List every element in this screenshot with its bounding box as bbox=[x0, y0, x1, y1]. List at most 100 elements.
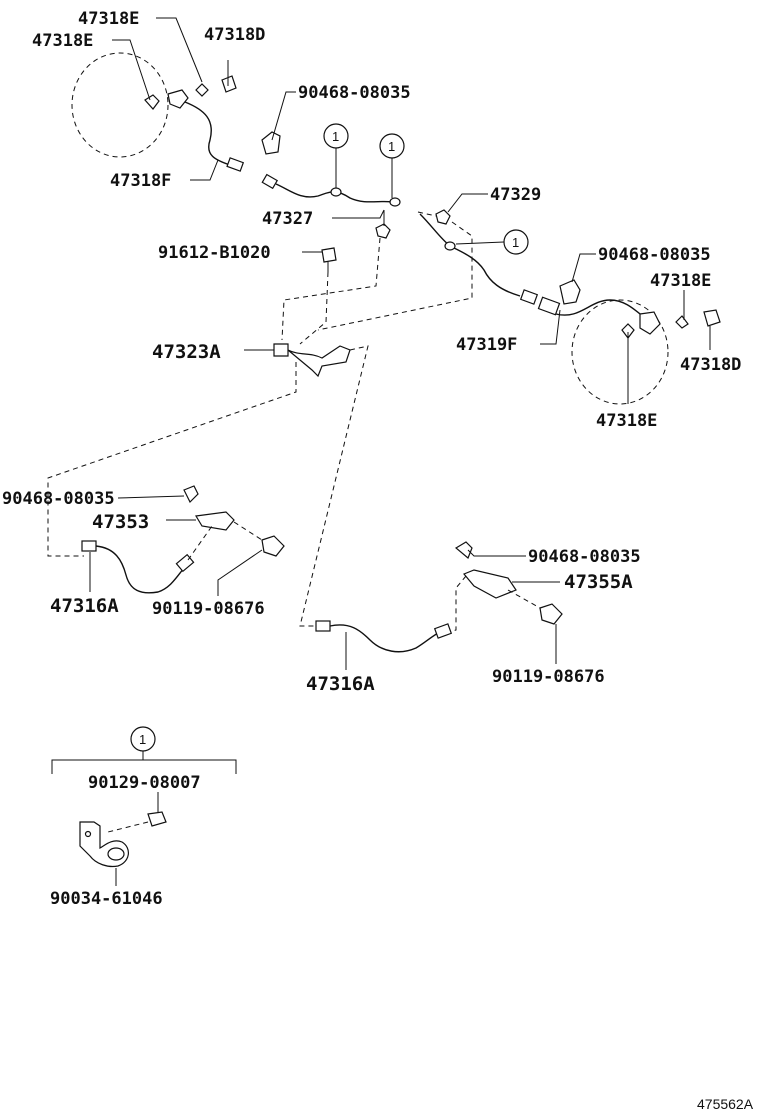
bolt-part bbox=[703, 309, 721, 327]
label-91612-B1020: 91612-B1020 bbox=[158, 243, 271, 263]
label-47318F: 47318F bbox=[110, 171, 171, 191]
tube-clamp bbox=[444, 241, 456, 251]
label-90129-08007: 90129-08007 bbox=[88, 773, 201, 793]
union-bolt-part bbox=[539, 603, 563, 625]
callout-number: 1 bbox=[388, 139, 395, 154]
flexible-hose-rear-left bbox=[95, 545, 185, 594]
dashed-link bbox=[47, 362, 297, 557]
tube-flare-nut bbox=[519, 289, 539, 305]
label-47316A: 47316A bbox=[50, 595, 119, 617]
label-47353: 47353 bbox=[92, 511, 149, 533]
clip-part bbox=[183, 485, 199, 504]
hose-bracket-47355A bbox=[463, 569, 517, 599]
label-90119-08676: 90119-08676 bbox=[152, 599, 265, 619]
label-47316A: 47316A bbox=[306, 673, 375, 695]
flexible-hose-rear-right bbox=[329, 624, 441, 653]
label-90468-08035: 90468-08035 bbox=[2, 489, 115, 509]
bolt-head bbox=[321, 247, 337, 263]
brake-disc-outline-right bbox=[571, 299, 669, 405]
bracket-tab bbox=[273, 343, 289, 357]
label-47329: 47329 bbox=[490, 185, 541, 205]
label-47318E: 47318E bbox=[32, 31, 93, 51]
group-bracket bbox=[51, 759, 237, 774]
label-47323A: 47323A bbox=[152, 341, 221, 363]
rear-left-hose-assembly bbox=[81, 485, 285, 594]
label-90034-61046: 90034-61046 bbox=[50, 889, 163, 909]
union-bolt-part bbox=[261, 535, 285, 557]
front-right-hose-assembly bbox=[537, 279, 721, 405]
leader-line bbox=[156, 17, 203, 83]
label-90119-08676: 90119-08676 bbox=[492, 667, 605, 687]
dashed-link bbox=[417, 211, 437, 217]
diagram-reference-code: 475562A bbox=[697, 1096, 754, 1112]
dashed-link bbox=[317, 221, 473, 331]
leader-line bbox=[190, 159, 219, 181]
dashed-link bbox=[299, 345, 369, 627]
label-47318E: 47318E bbox=[650, 271, 711, 291]
dashed-link bbox=[447, 575, 467, 633]
hose-end-fitting bbox=[433, 623, 453, 639]
bolt-part bbox=[221, 75, 237, 93]
bolt-91612 bbox=[321, 247, 337, 272]
hose-bracket-part bbox=[621, 323, 635, 339]
rear-right-hose-assembly bbox=[315, 541, 563, 653]
flexible-hose-left bbox=[184, 101, 231, 166]
callout-leader bbox=[455, 241, 505, 245]
dashed-link bbox=[281, 237, 381, 341]
label-47327: 47327 bbox=[262, 209, 313, 229]
clip-part bbox=[195, 83, 209, 97]
callout-number: 1 bbox=[512, 235, 519, 250]
label-90468-08035: 90468-08035 bbox=[528, 547, 641, 567]
clip-part bbox=[675, 315, 689, 329]
hose-bracket-part bbox=[144, 94, 160, 110]
label-47318E: 47318E bbox=[78, 9, 139, 29]
hose-end-fitting bbox=[226, 157, 245, 172]
clamp-loop bbox=[107, 847, 125, 861]
hose-fitting-part bbox=[639, 311, 661, 335]
brake-tube-47327: 1 1 bbox=[261, 123, 405, 239]
leader-line bbox=[217, 549, 263, 596]
tube-flare-nut bbox=[261, 173, 279, 190]
clip-part-2 bbox=[261, 131, 281, 155]
clamp-hole bbox=[84, 830, 92, 838]
leader-line bbox=[271, 91, 296, 141]
bracket-body bbox=[287, 345, 351, 378]
label-90468-08035: 90468-08035 bbox=[298, 83, 411, 103]
tube-clamp bbox=[330, 187, 342, 197]
leader-line bbox=[571, 253, 596, 283]
label-47318D: 47318D bbox=[680, 355, 741, 375]
tube-union-part bbox=[375, 223, 391, 239]
dashed-link bbox=[507, 589, 541, 609]
bolt-90129-part bbox=[147, 811, 167, 827]
leader-line bbox=[112, 39, 151, 101]
front-left-hose-assembly bbox=[71, 52, 281, 172]
hose-end-fitting bbox=[81, 540, 97, 552]
tube-clamp bbox=[389, 197, 401, 207]
brake-tube bbox=[419, 213, 521, 297]
label-47319F: 47319F bbox=[456, 335, 517, 355]
dashed-link bbox=[107, 821, 149, 833]
label-90468-08035: 90468-08035 bbox=[598, 245, 711, 265]
leader-line bbox=[540, 309, 561, 345]
hose-bracket-47353 bbox=[195, 511, 235, 531]
label-47318D: 47318D bbox=[204, 25, 265, 45]
flexible-hose-right bbox=[555, 299, 646, 319]
bracket-47323A bbox=[273, 343, 351, 378]
dashed-link bbox=[233, 521, 263, 541]
hose-end-fitting bbox=[537, 296, 561, 316]
callout-number: 1 bbox=[139, 732, 146, 747]
brake-disc-outline-left bbox=[71, 52, 169, 158]
leader-line bbox=[467, 549, 526, 557]
hose-end-fitting bbox=[175, 553, 195, 573]
clip-part bbox=[454, 541, 473, 559]
leader-line bbox=[332, 209, 385, 219]
tube-union-part bbox=[435, 209, 451, 225]
label-47318E: 47318E bbox=[596, 411, 657, 431]
callout-1-subassembly: 1 90129-08007 90034-61046 bbox=[50, 726, 237, 909]
dashed-link bbox=[187, 525, 213, 561]
dashed-link bbox=[299, 271, 329, 345]
leader-line bbox=[117, 495, 185, 499]
clip-part-2 bbox=[559, 279, 581, 305]
callout-number: 1 bbox=[332, 129, 339, 144]
